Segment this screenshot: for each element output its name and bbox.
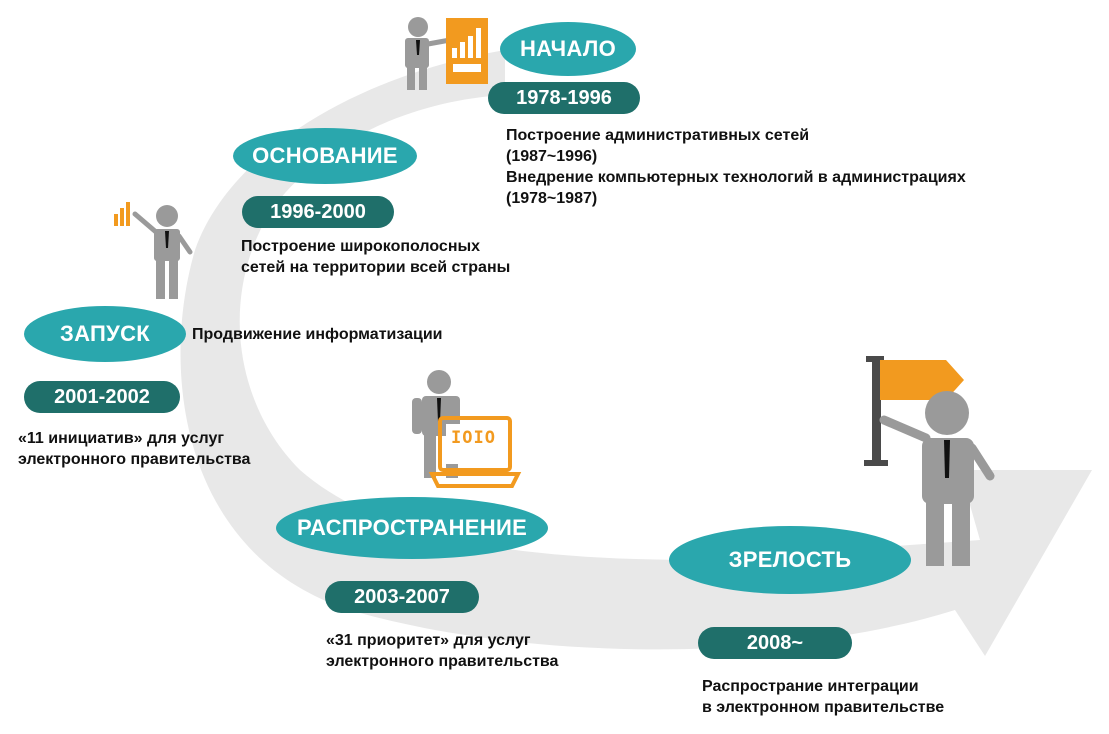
years-zapusk: 2001-2002 bbox=[24, 381, 180, 413]
desc-line: Распространие интеграции bbox=[702, 678, 919, 695]
stage-nachalo: НАЧАЛО bbox=[500, 22, 636, 76]
desc-zapusk: «11 инициатив» для услуг электронного пр… bbox=[18, 428, 250, 470]
years-osnovanie: 1996-2000 bbox=[242, 196, 394, 228]
desc-line: «11 инициатив» для услуг bbox=[18, 430, 225, 447]
stage-osnovanie: ОСНОВАНИЕ bbox=[233, 128, 417, 184]
stage-zapusk: ЗАПУСК bbox=[24, 306, 186, 362]
arrow-body bbox=[180, 50, 1093, 656]
side-note-zapusk: Продвижение информатизации bbox=[192, 326, 443, 343]
stage-zrelost: ЗРЕЛОСТЬ bbox=[669, 526, 911, 594]
person-with-flag-icon bbox=[864, 356, 995, 566]
desc-line: электронного правительства bbox=[18, 451, 251, 468]
desc-zrelost: Распространие интеграции в электронном п… bbox=[702, 676, 944, 718]
desc-line: (1978~1987) bbox=[506, 190, 598, 207]
presenter-with-chart-board-icon bbox=[405, 17, 488, 90]
stage-rasprostranenie: РАСПРОСТРАНЕНИЕ bbox=[276, 497, 548, 559]
desc-line: (1987~1996) bbox=[506, 148, 598, 165]
desc-line: в электронном правительстве bbox=[702, 699, 945, 716]
years-zrelost: 2008~ bbox=[698, 627, 852, 659]
desc-line: Построение административных сетей bbox=[506, 127, 810, 144]
desc-line: «31 приоритет» для услуг bbox=[326, 632, 531, 649]
desc-line: сетей на территории всей страны bbox=[241, 259, 511, 276]
desc-line: Построение широкополосных bbox=[241, 238, 481, 255]
presenter-with-bar-chart-icon bbox=[114, 202, 193, 299]
person-with-laptop-icon bbox=[412, 370, 522, 488]
laptop-binary-label: IOIO bbox=[451, 428, 496, 448]
desc-nachalo: Построение административных сетей (1987~… bbox=[506, 125, 966, 209]
years-nachalo: 1978-1996 bbox=[488, 82, 640, 114]
years-rasprostranenie: 2003-2007 bbox=[325, 581, 479, 613]
desc-line: Внедрение компьютерных технологий в адми… bbox=[506, 169, 966, 186]
desc-osnovanie: Построение широкополосных сетей на терри… bbox=[241, 236, 510, 278]
desc-rasprostranenie: «31 приоритет» для услуг электронного пр… bbox=[326, 630, 558, 672]
desc-line: электронного правительства bbox=[326, 653, 559, 670]
